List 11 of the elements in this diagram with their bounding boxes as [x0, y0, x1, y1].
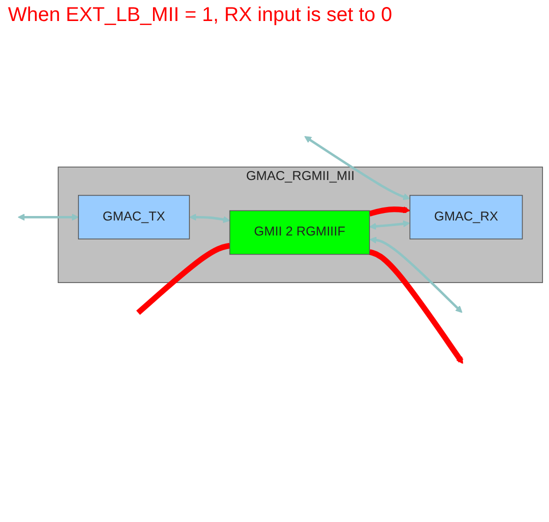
block-box: GMAC_RX [410, 195, 523, 240]
arrow [370, 236, 462, 314]
block-box: GMAC_TX [78, 195, 190, 240]
arrow [18, 214, 79, 222]
arrow [368, 250, 464, 364]
arrow [304, 136, 410, 200]
block-box: GMII 2 RGMIIIF [229, 210, 370, 256]
arrow [189, 214, 230, 224]
arrow [369, 220, 410, 230]
note-text: When EXT_LB_MII = 1, RX input is set to 0 [8, 4, 392, 27]
arrow [368, 206, 410, 217]
